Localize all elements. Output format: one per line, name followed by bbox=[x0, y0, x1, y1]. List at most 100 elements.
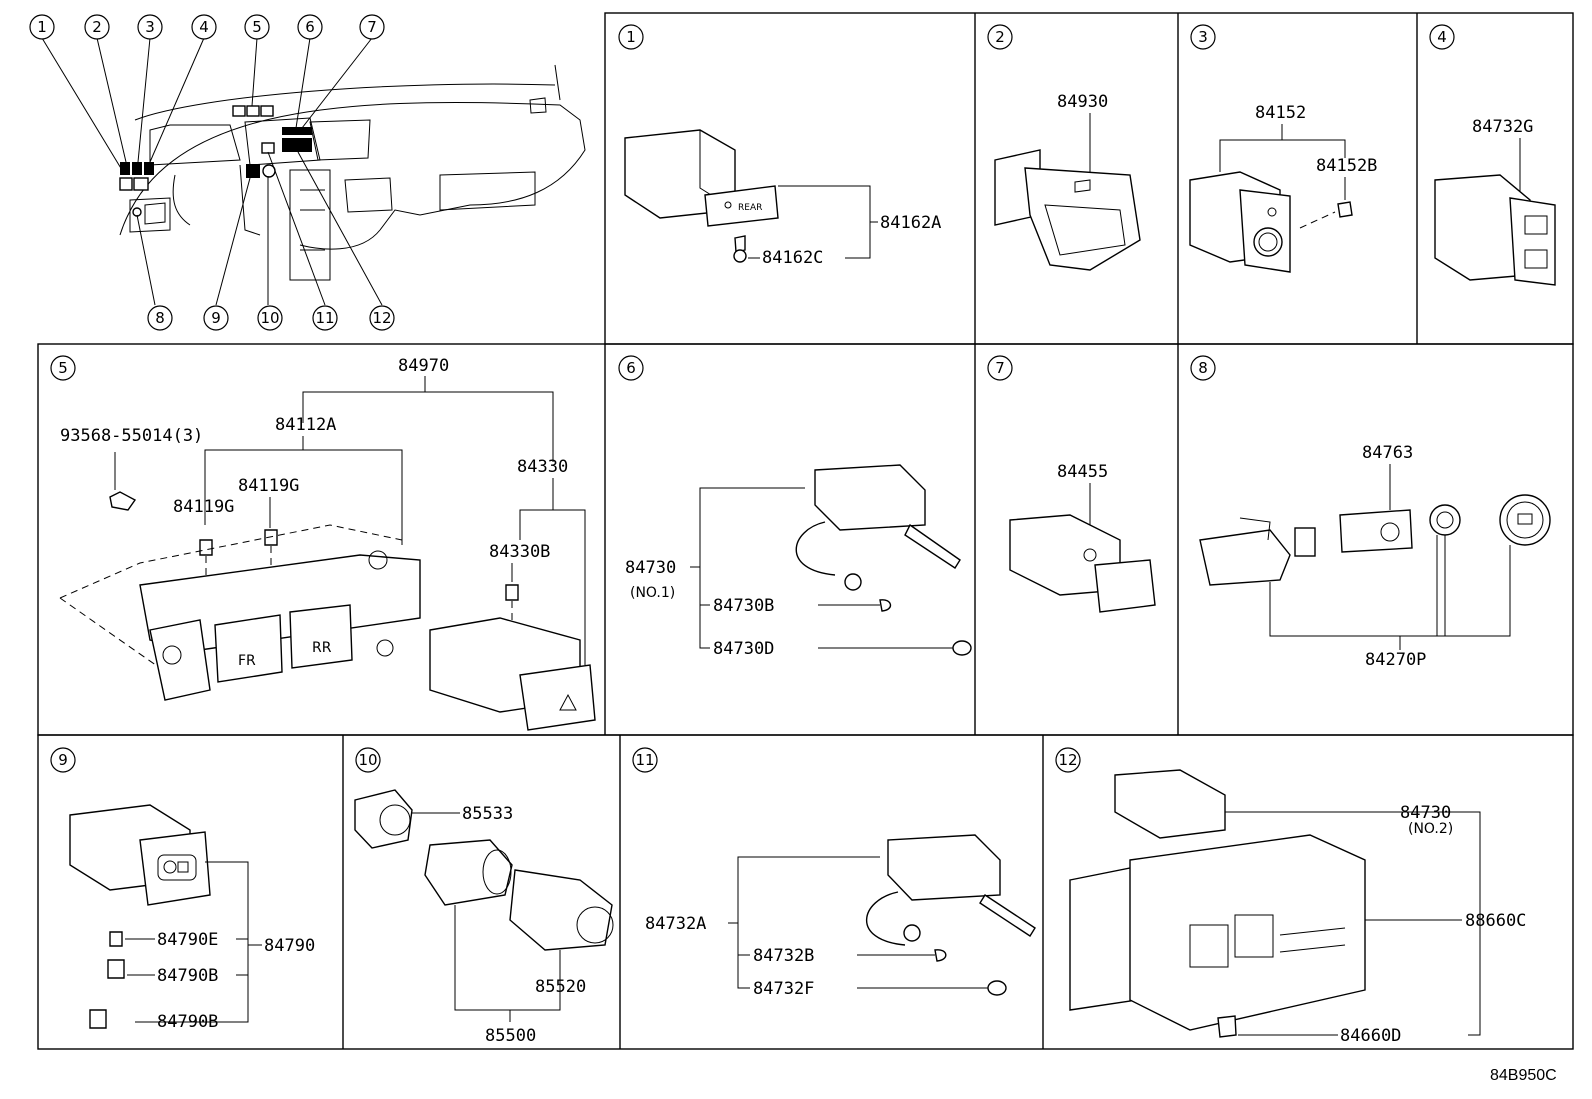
callout-5: 5 bbox=[244, 14, 270, 40]
svg-text:REAR: REAR bbox=[738, 203, 762, 213]
panel-1: 1 REAR 84162A 84162C bbox=[618, 24, 941, 268]
panel-1-callout: 1 bbox=[618, 24, 644, 50]
panel-4: 4 84732G bbox=[1429, 24, 1556, 286]
label-84732F: 84732F bbox=[753, 979, 814, 999]
callout-8: 8 bbox=[147, 305, 173, 331]
label-84970: 84970 bbox=[398, 356, 449, 376]
svg-text:4: 4 bbox=[1437, 28, 1447, 46]
label-no2: (NO.2) bbox=[1408, 821, 1453, 837]
label-84455: 84455 bbox=[1057, 462, 1108, 482]
panel-9-callout: 9 bbox=[50, 747, 76, 773]
label-85500: 85500 bbox=[485, 1026, 536, 1046]
svg-text:7: 7 bbox=[367, 18, 377, 36]
panel-5: 5 84970 84112A 93568-55014(3) 84119G 841… bbox=[50, 355, 596, 731]
svg-text:RR: RR bbox=[312, 640, 332, 656]
callout-1: 1 bbox=[29, 14, 55, 40]
panel-8: 8 84763 84270P bbox=[1190, 355, 1551, 670]
panel-7-callout: 7 bbox=[987, 355, 1013, 381]
label-84270P: 84270P bbox=[1365, 650, 1426, 670]
label-84152B: 84152B bbox=[1316, 156, 1377, 176]
panel-12: 12 84730 (NO.2) 88660C 84660D bbox=[1055, 747, 1526, 1046]
label-84732G: 84732G bbox=[1472, 117, 1533, 137]
label-84790B-b: 84790B bbox=[157, 1012, 218, 1032]
label-84790B-a: 84790B bbox=[157, 966, 218, 986]
svg-text:9: 9 bbox=[211, 309, 221, 327]
svg-text:1: 1 bbox=[626, 28, 636, 46]
label-84119G-b: 84119G bbox=[173, 497, 234, 517]
panel-9: 9 84790 84790E 84790B 84790B bbox=[50, 747, 315, 1032]
label-84790E: 84790E bbox=[157, 930, 218, 950]
panel-2: 2 84930 bbox=[987, 24, 1141, 271]
label-84730-no2: 84730 bbox=[1400, 803, 1451, 823]
label-84162A: 84162A bbox=[880, 213, 941, 233]
panel-10-callout: 10 bbox=[355, 747, 381, 773]
label-84112A: 84112A bbox=[275, 415, 336, 435]
diagram-code: 84B950C bbox=[1490, 1067, 1557, 1084]
callout-12: 12 bbox=[369, 305, 395, 331]
svg-text:7: 7 bbox=[995, 359, 1005, 377]
label-84732A: 84732A bbox=[645, 914, 706, 934]
label-84330B: 84330B bbox=[489, 542, 550, 562]
label-84763: 84763 bbox=[1362, 443, 1413, 463]
label-84162C: 84162C bbox=[762, 248, 823, 268]
label-88660C: 88660C bbox=[1465, 911, 1526, 931]
panel-4-callout: 4 bbox=[1429, 24, 1455, 50]
label-85533: 85533 bbox=[462, 804, 513, 824]
panel-10: 10 85533 85500 85520 bbox=[354, 747, 614, 1046]
svg-text:12: 12 bbox=[372, 309, 391, 327]
panel-11-callout: 11 bbox=[632, 747, 658, 773]
label-84119G-a: 84119G bbox=[238, 476, 299, 496]
svg-text:9: 9 bbox=[58, 751, 68, 769]
label-no1: (NO.1) bbox=[630, 585, 675, 601]
svg-text:11: 11 bbox=[635, 751, 654, 769]
svg-text:4: 4 bbox=[199, 18, 209, 36]
panel-8-callout: 8 bbox=[1190, 355, 1216, 381]
callout-7: 7 bbox=[359, 14, 385, 40]
svg-text:2: 2 bbox=[92, 18, 102, 36]
svg-text:8: 8 bbox=[1198, 359, 1208, 377]
panel-12-callout: 12 bbox=[1055, 747, 1081, 773]
svg-text:2: 2 bbox=[995, 28, 1005, 46]
svg-text:6: 6 bbox=[626, 359, 636, 377]
svg-text:10: 10 bbox=[260, 309, 279, 327]
label-84730B: 84730B bbox=[713, 596, 774, 616]
panel-3: 3 84152 84152B bbox=[1189, 24, 1377, 273]
label-84732B: 84732B bbox=[753, 946, 814, 966]
label-84790: 84790 bbox=[264, 936, 315, 956]
label-84730: 84730 bbox=[625, 558, 676, 578]
panel-6-callout: 6 bbox=[618, 355, 644, 381]
callout-6: 6 bbox=[297, 14, 323, 40]
svg-text:5: 5 bbox=[58, 359, 68, 377]
dashboard-overview bbox=[41, 37, 586, 306]
svg-text:6: 6 bbox=[305, 18, 315, 36]
svg-text:10: 10 bbox=[358, 751, 377, 769]
panel-frames bbox=[37, 12, 1574, 1050]
label-85520: 85520 bbox=[535, 977, 586, 997]
svg-text:1: 1 bbox=[37, 18, 47, 36]
callout-9: 9 bbox=[203, 305, 229, 331]
svg-text:12: 12 bbox=[1058, 751, 1077, 769]
callout-10: 10 bbox=[257, 305, 283, 331]
svg-text:11: 11 bbox=[315, 309, 334, 327]
label-93568-55014: 93568-55014(3) bbox=[60, 426, 203, 446]
callout-4: 4 bbox=[191, 14, 217, 40]
label-84930: 84930 bbox=[1057, 92, 1108, 112]
label-84330: 84330 bbox=[517, 457, 568, 477]
callout-11: 11 bbox=[312, 305, 338, 331]
panel-7: 7 84455 bbox=[987, 355, 1156, 613]
panel-2-callout: 2 bbox=[987, 24, 1013, 50]
svg-text:8: 8 bbox=[155, 309, 165, 327]
svg-text:FR: FR bbox=[238, 653, 256, 669]
overview-callouts: 1 2 3 4 5 6 7 8 9 10 11 12 bbox=[29, 14, 395, 331]
label-84730D: 84730D bbox=[713, 639, 774, 659]
panel-5-callout: 5 bbox=[50, 355, 76, 381]
callout-2: 2 bbox=[84, 14, 110, 40]
panel-6: 6 84730 (NO.1) 84730B 84730D bbox=[618, 355, 972, 659]
svg-text:3: 3 bbox=[145, 18, 155, 36]
panel-11: 11 84732A 84732B 84732F bbox=[632, 747, 1036, 999]
svg-text:5: 5 bbox=[252, 18, 262, 36]
panel-3-callout: 3 bbox=[1190, 24, 1216, 50]
callout-3: 3 bbox=[137, 14, 163, 40]
label-84152: 84152 bbox=[1255, 103, 1306, 123]
